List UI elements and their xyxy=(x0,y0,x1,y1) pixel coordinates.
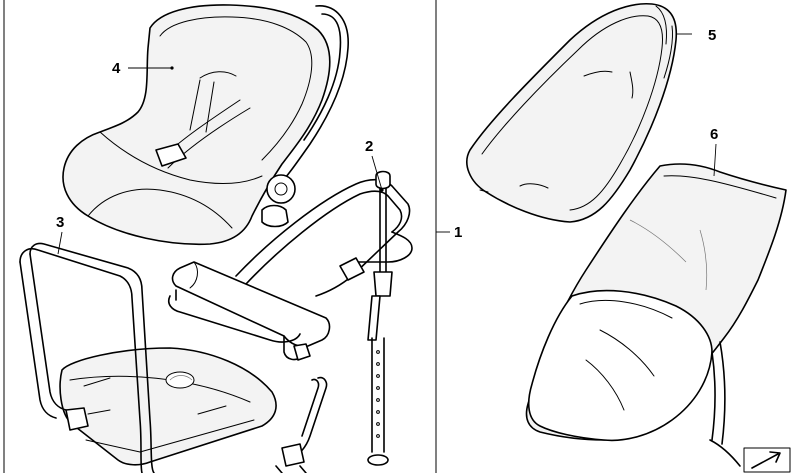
base-with-bracket[interactable] xyxy=(19,242,277,473)
baby-seat-shell[interactable] xyxy=(62,4,349,246)
leader-lines xyxy=(57,33,717,255)
callout-3: 3 xyxy=(56,214,64,231)
callout-1: 1 xyxy=(454,224,462,241)
tether-strap[interactable] xyxy=(275,376,328,473)
seat-cover[interactable] xyxy=(466,2,678,223)
footmuff[interactable] xyxy=(525,163,787,467)
callout-5: 5 xyxy=(708,27,716,44)
arrow-corner-icon xyxy=(743,447,791,473)
callout-2: 2 xyxy=(365,138,373,155)
callout-labels: 4 2 3 1 5 6 xyxy=(56,27,718,241)
callout-4: 4 xyxy=(112,60,121,77)
callout-6: 6 xyxy=(710,126,718,143)
isofix-base-frame[interactable] xyxy=(167,170,413,466)
frame-border xyxy=(3,0,437,473)
leg-holes xyxy=(376,350,380,438)
